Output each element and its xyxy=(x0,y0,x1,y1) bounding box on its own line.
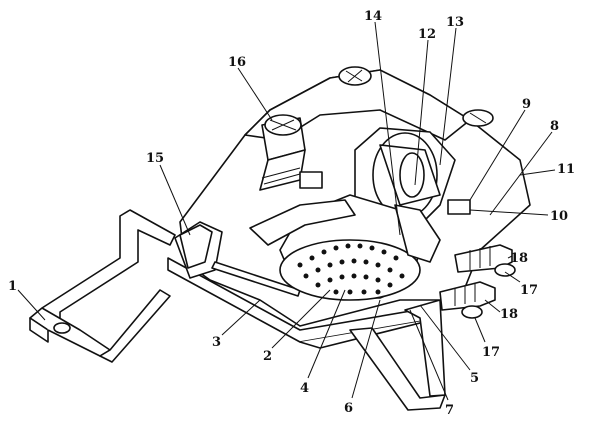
callout-16: 16 xyxy=(228,55,246,70)
housing-body xyxy=(179,66,531,327)
mounting-bracket xyxy=(29,209,176,363)
callout-13: 13 xyxy=(446,15,464,30)
push-rod xyxy=(211,261,301,297)
perforated-cylinder xyxy=(249,194,441,301)
callout-9: 9 xyxy=(522,97,531,112)
callout-10: 10 xyxy=(550,209,568,224)
callout-4: 4 xyxy=(300,381,309,396)
spring-block xyxy=(299,171,471,215)
callout-7: 7 xyxy=(445,403,454,418)
callout-2: 2 xyxy=(263,349,272,364)
bracket-hole xyxy=(53,322,71,334)
callout-11: 11 xyxy=(557,162,575,177)
callout-15: 15 xyxy=(146,151,164,166)
callout-12: 12 xyxy=(418,27,436,42)
callout-5: 5 xyxy=(470,371,479,386)
callout-18b: 18 xyxy=(500,307,518,322)
bolt-16 xyxy=(259,114,306,191)
callout-6: 6 xyxy=(344,401,353,416)
slide-block xyxy=(174,221,223,279)
callout-1: 1 xyxy=(8,279,17,294)
leader-lines xyxy=(17,21,556,401)
perforation-holes xyxy=(297,243,405,295)
callouts: 1 2 3 4 5 6 7 8 9 10 11 12 13 14 15 16 1… xyxy=(8,9,575,418)
callout-14: 14 xyxy=(364,9,382,24)
callout-18a: 18 xyxy=(510,251,528,266)
right-screws xyxy=(439,244,516,319)
callout-3: 3 xyxy=(212,335,221,350)
callout-17a: 17 xyxy=(520,283,538,298)
callout-17b: 17 xyxy=(482,345,500,360)
callout-8: 8 xyxy=(550,119,559,134)
